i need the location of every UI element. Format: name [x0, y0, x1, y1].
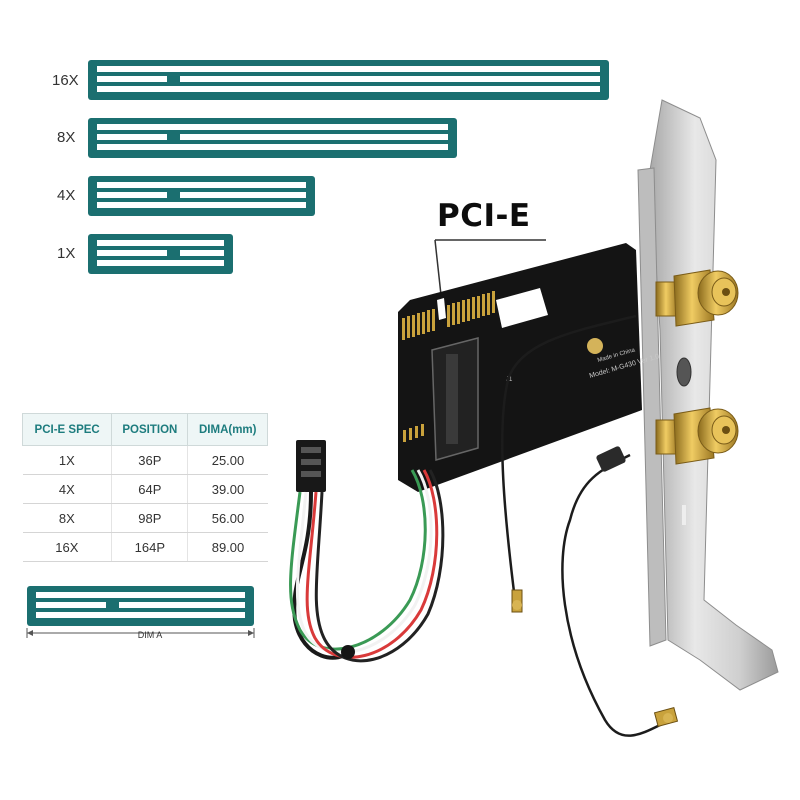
table-row: 1X 36P 25.00 — [22, 445, 268, 475]
slot-label-1x: 1X — [57, 245, 76, 262]
dimension-slot-diagram — [26, 586, 255, 638]
pcb-board: Model: M-G430 Ver 1.0 Made in China J1 — [398, 243, 660, 492]
table-cell: 8X — [22, 503, 113, 533]
callout-pointer — [434, 239, 546, 296]
table-cell: 4X — [22, 474, 113, 504]
slot-1x-diagram — [88, 234, 233, 274]
pcie-callout-label: PCI-E — [437, 198, 531, 234]
table-cell: 25.00 — [187, 445, 268, 475]
ufl-connector-2 — [653, 707, 679, 727]
metal-bracket — [637, 99, 779, 691]
header-dima: DIMA(mm) — [187, 413, 268, 446]
table-row: 16X 164P 89.00 — [22, 532, 268, 562]
table-cell: 1X — [22, 445, 113, 475]
table-cell: 89.00 — [187, 532, 268, 562]
table-cell: 164P — [111, 532, 189, 562]
header-position: POSITION — [111, 413, 189, 446]
antenna-connector-top — [655, 269, 739, 327]
slot-16x-diagram — [88, 60, 609, 100]
dimension-label: DIM A — [137, 630, 163, 640]
cable-sleeve — [596, 446, 626, 472]
antenna-connector-bottom — [655, 407, 739, 465]
slot-label-8x: 8X — [57, 129, 76, 146]
slot-8x-diagram — [88, 118, 457, 158]
usb-header-cable — [289, 440, 445, 663]
spec-table: PCI-E SPEC POSITION DIMA(mm) 1X 36P 25.0… — [21, 413, 268, 562]
slot-4x-diagram — [88, 176, 315, 216]
board-ref-text: J1 — [506, 377, 513, 383]
table-cell: 39.00 — [187, 474, 268, 504]
ufl-connector-1 — [511, 589, 523, 613]
table-cell: 16X — [22, 532, 113, 562]
table-cell: 64P — [111, 474, 189, 504]
table-row: 8X 98P 56.00 — [22, 503, 268, 533]
spec-table-header-row: PCI-E SPEC POSITION DIMA(mm) — [21, 413, 268, 446]
antenna-cables — [501, 314, 661, 737]
table-cell: 56.00 — [187, 503, 268, 533]
table-cell: 98P — [111, 503, 189, 533]
slot-label-4x: 4X — [57, 187, 76, 204]
table-row: 4X 64P 39.00 — [22, 474, 268, 504]
slot-label-16x: 16X — [52, 72, 79, 89]
table-cell: 36P — [111, 445, 189, 475]
